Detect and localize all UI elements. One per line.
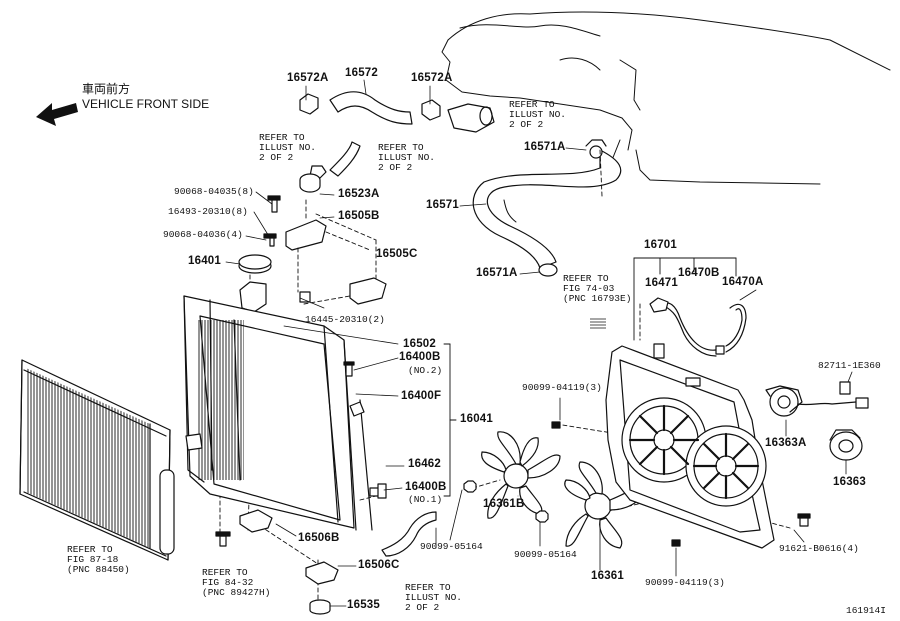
part-label[interactable]: 90099-05164 (514, 549, 577, 560)
part-label[interactable]: 90068-04035(8) (174, 186, 254, 197)
part-label[interactable]: 16505B (338, 210, 380, 222)
engine-outline (441, 11, 891, 185)
callout-brackets (443, 257, 737, 497)
diagram-id: 161914I (846, 605, 886, 616)
part-label[interactable]: 82711-1E360 (818, 360, 881, 371)
part-note: (NO.2) (408, 365, 443, 376)
part-label[interactable]: 16361B (483, 498, 525, 510)
refer-note[interactable]: REFER TO ILLUST NO. 2 OF 2 (509, 99, 567, 130)
refer-note[interactable]: REFER TO ILLUST NO. 2 OF 2 (259, 132, 317, 163)
part-label[interactable]: 16470B (678, 267, 720, 279)
condenser (19, 359, 175, 561)
part-note: (NO.1) (408, 494, 443, 505)
fan-shroud (605, 343, 775, 549)
bracket-lower (349, 277, 387, 305)
refer-note[interactable]: REFER TO ILLUST NO. 2 OF 2 (378, 142, 436, 173)
part-label[interactable]: 91621-B0616(4) (779, 543, 859, 554)
part-label[interactable]: 16361 (591, 570, 624, 582)
part-label[interactable]: 90068-04036(4) (163, 229, 243, 240)
part-label[interactable]: 16471 (645, 277, 678, 289)
part-label[interactable]: 16571A (524, 141, 566, 153)
part-label[interactable]: 16363A (765, 437, 807, 449)
part-label[interactable]: 16572 (345, 67, 378, 79)
part-label[interactable]: 16535 (347, 599, 380, 611)
refer-note[interactable]: REFER TO FIG 84-32 (PNC 89427H) (202, 567, 271, 598)
fan-nuts (463, 480, 549, 523)
part-label[interactable]: 16701 (644, 239, 677, 251)
part-label[interactable]: 16400B (405, 481, 447, 493)
part-label[interactable]: 90099-05164 (420, 541, 483, 552)
bracket-fasteners (263, 173, 321, 247)
part-label[interactable]: 90099-04119(3) (645, 577, 725, 588)
leader-lines (225, 79, 853, 607)
part-label[interactable]: 90099-04119(3) (522, 382, 602, 393)
part-label[interactable]: 16571A (476, 267, 518, 279)
part-label[interactable]: 16401 (188, 255, 221, 267)
part-label[interactable]: 16400F (401, 390, 442, 402)
part-label[interactable]: 16041 (460, 413, 493, 425)
direction-label-jp: 車両前方 (82, 82, 131, 96)
reservoir-hose (659, 302, 717, 351)
shroud-bolts (551, 421, 811, 547)
direction-label-en: VEHICLE FRONT SIDE (82, 97, 210, 111)
part-label[interactable]: 16506C (358, 559, 400, 571)
refer-note[interactable]: REFER TO ILLUST NO. 2 OF 2 (405, 582, 463, 613)
part-label[interactable]: 16572A (287, 72, 329, 84)
part-label[interactable]: 16572A (411, 72, 453, 84)
part-label[interactable]: 16502 (403, 338, 436, 350)
upper-hose (299, 91, 495, 133)
refer-note[interactable]: REFER TO FIG 74-03 (PNC 16793E) (563, 273, 632, 304)
part-label[interactable]: 16506B (298, 532, 340, 544)
radiator-cap (238, 254, 272, 274)
lower-hose (472, 139, 622, 277)
part-label[interactable]: 16523A (338, 188, 380, 200)
ref-hatch-mark (590, 318, 606, 330)
overflow-hose (381, 511, 437, 557)
part-label[interactable]: 16363 (833, 476, 866, 488)
part-label[interactable]: 16445-20310(2) (305, 314, 385, 325)
part-label[interactable]: 16505C (376, 248, 418, 260)
part-label[interactable]: 16470A (722, 276, 764, 288)
front-direction-arrow (36, 103, 78, 126)
fan-16361B (481, 431, 561, 519)
bypass-hose (329, 141, 361, 177)
part-label[interactable]: 16493-20310(8) (168, 206, 248, 217)
fan-motor-16363A (765, 381, 869, 417)
fan-motor-16363 (829, 429, 863, 461)
lower-supports (215, 509, 339, 615)
drain-cock (343, 361, 387, 499)
part-label[interactable]: 16462 (408, 458, 441, 470)
radiator-core (183, 295, 373, 531)
refer-note[interactable]: REFER TO FIG 87-18 (PNC 88450) (67, 544, 130, 575)
part-label[interactable]: 16400B (399, 351, 441, 363)
part-label[interactable]: 16571 (426, 199, 459, 211)
bracket-upper (285, 219, 327, 251)
